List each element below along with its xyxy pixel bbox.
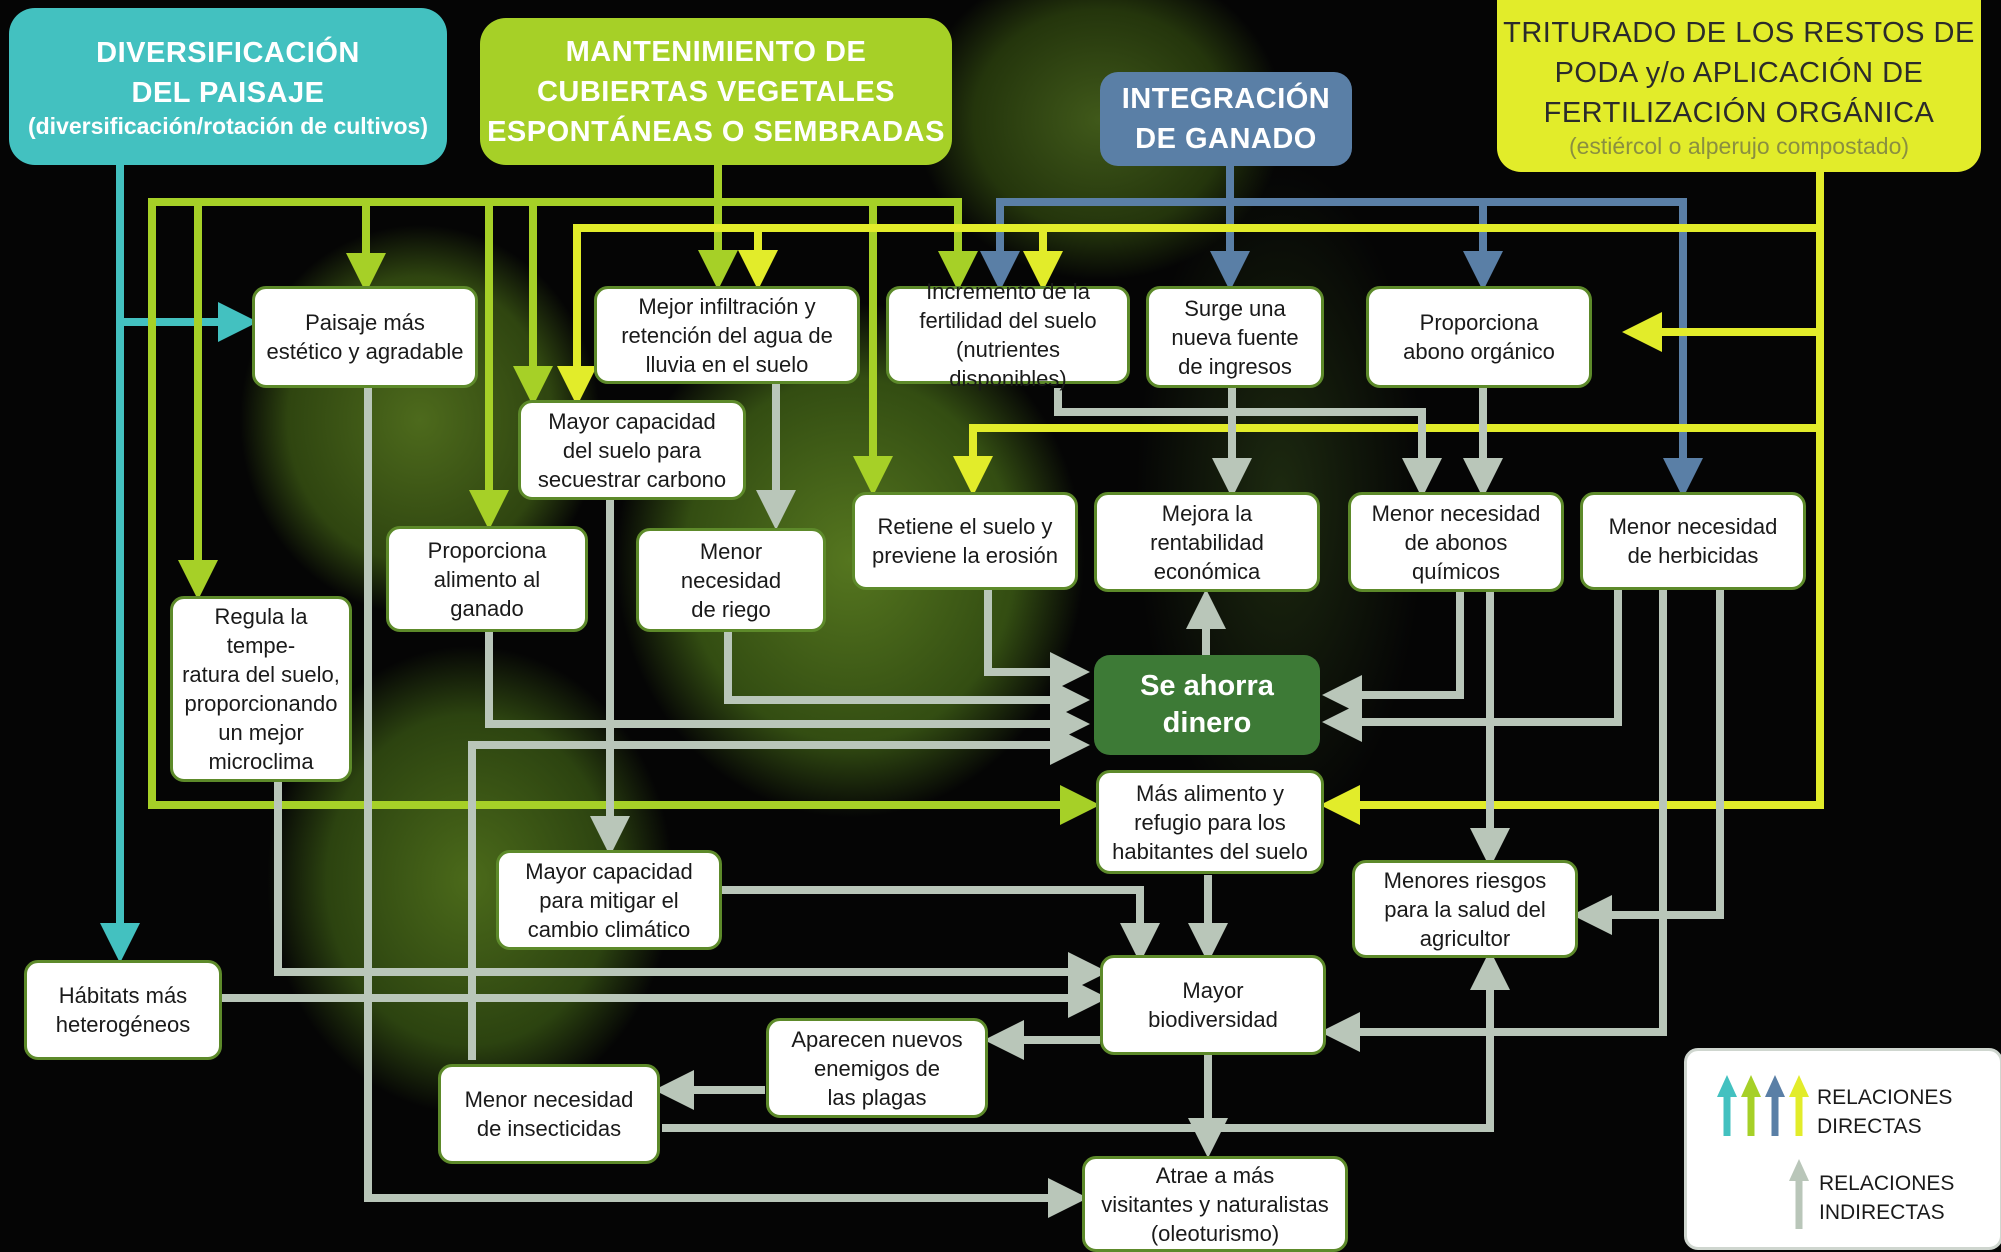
node-text: Incremento de la fertilidad del suelo (n… bbox=[919, 279, 1097, 391]
node-secuestrar-carbono: Mayor capacidad del suelo para secuestra… bbox=[518, 400, 746, 500]
node-refugio-suelo: Más alimento y refugio para los habitant… bbox=[1096, 770, 1324, 874]
node-text: Mayor capacidad del suelo para secuestra… bbox=[537, 408, 727, 492]
node-paisaje-estetico: Paisaje más estético y agradable bbox=[252, 286, 478, 388]
node-text: Menor necesidad de riego bbox=[680, 538, 782, 622]
node-text: Atrae a más visitantes y naturalistas (o… bbox=[1101, 1162, 1329, 1246]
center-text: Se ahorra dinero bbox=[1140, 670, 1274, 739]
legend-indirect-label: RELACIONES INDIRECTAS bbox=[1819, 1172, 1955, 1224]
legend-arrowhead-blue bbox=[1765, 1075, 1785, 1097]
node-mayor-biodiversidad: Mayor biodiversidad bbox=[1100, 955, 1326, 1055]
node-text: Menor necesidad de herbicidas bbox=[1608, 514, 1778, 568]
header-cubiertas-title: MANTENIMIENTO DE CUBIERTAS VEGETALES ESP… bbox=[487, 35, 945, 148]
connector-yellow-erosion bbox=[953, 424, 1820, 496]
node-menos-abonos-quimicos: Menor necesidad de abonos químicos bbox=[1348, 492, 1564, 592]
node-menor-riego: Menor necesidad de riego bbox=[636, 528, 826, 632]
header-triturado-fertilizacion: TRITURADO DE LOS RESTOS DE PODA y/o APLI… bbox=[1497, 0, 1981, 172]
node-riesgos-salud: Menores riesgos para la salud del agricu… bbox=[1352, 860, 1578, 958]
connector-gray-cambio-biodiversidad bbox=[722, 886, 1160, 963]
header-diversificacion-paisaje: DIVERSIFICACIÓN DEL PAISAJE (diversifica… bbox=[9, 8, 447, 165]
connector-gray-insecticidas-ahorro bbox=[468, 725, 1090, 1060]
node-oleoturismo: Atrae a más visitantes y naturalistas (o… bbox=[1082, 1156, 1348, 1252]
connector-gray-herbicidas-ahorro bbox=[1322, 590, 1622, 742]
node-text: Más alimento y refugio para los habitant… bbox=[1112, 780, 1308, 864]
legend-arrowhead-yellow bbox=[1789, 1075, 1809, 1097]
header-integracion-ganado: INTEGRACIÓN DE GANADO bbox=[1100, 72, 1352, 166]
node-text: Proporciona abono orgánico bbox=[1403, 310, 1555, 364]
connector-yellow-top bbox=[573, 224, 1820, 392]
legend-direct-label: RELACIONES DIRECTAS bbox=[1817, 1086, 1953, 1138]
node-se-ahorra-dinero: Se ahorra dinero bbox=[1094, 655, 1320, 755]
connector-gray-fertilidad-abonos bbox=[1054, 388, 1442, 498]
legend: RELACIONES DIRECTAS RELACIONES INDIRECTA… bbox=[1684, 1048, 2001, 1250]
connector-blue-fertilidad bbox=[980, 198, 1230, 291]
node-text: Menores riesgos para la salud del agricu… bbox=[1383, 867, 1547, 951]
connector-green-fertilidad bbox=[718, 198, 978, 291]
connector-gray-erosion-ahorro bbox=[984, 590, 1090, 692]
connector-gray-abonos-ahorro bbox=[1322, 590, 1464, 715]
connector-gray-herbicidas-biodiversidad bbox=[1320, 590, 1667, 1052]
connector-gray-insecticidas-riesgos bbox=[662, 950, 1510, 1132]
header-diversificacion-subtitle: (diversificación/rotación de cultivos) bbox=[27, 113, 429, 139]
node-text: Surge una nueva fuente de ingresos bbox=[1171, 295, 1299, 379]
node-text: Menor necesidad de insecticidas bbox=[464, 1087, 634, 1141]
node-text: Menor necesidad de abonos químicos bbox=[1371, 500, 1541, 584]
connector-yellow-trunk bbox=[1330, 170, 1824, 809]
header-cubiertas-vegetales: MANTENIMIENTO DE CUBIERTAS VEGETALES ESP… bbox=[480, 18, 952, 165]
node-text: Mejora la rentabilidad económica bbox=[1150, 500, 1264, 584]
node-text: Retiene el suelo y previene la erosión bbox=[872, 514, 1058, 568]
connector-gray-alimento-ahorro bbox=[485, 632, 1090, 744]
connector-gray-temperatura-biodiversidad bbox=[274, 782, 1108, 992]
node-erosion: Retiene el suelo y previene la erosión bbox=[852, 492, 1078, 590]
node-menos-herbicidas: Menor necesidad de herbicidas bbox=[1580, 492, 1806, 590]
node-text: Mayor capacidad para mitigar el cambio c… bbox=[525, 858, 693, 942]
node-alimento-ganado: Proporciona alimento al ganado bbox=[386, 526, 588, 632]
connector-green-trunk bbox=[148, 165, 1062, 809]
node-habitats-heterogeneos: Hábitats más heterogéneos bbox=[24, 960, 222, 1060]
node-cambio-climatico: Mayor capacidad para mitigar el cambio c… bbox=[496, 850, 722, 950]
node-enemigos-plagas: Aparecen nuevos enemigos de las plagas bbox=[766, 1018, 988, 1118]
node-text: Regula la tempe- ratura del suelo, propo… bbox=[182, 604, 340, 774]
connector-gray-riego-ahorro bbox=[724, 632, 1090, 720]
connector-gray-herbicidas-riesgos bbox=[1572, 590, 1724, 935]
legend-arrowhead-teal bbox=[1717, 1075, 1737, 1097]
node-menos-insecticidas: Menor necesidad de insecticidas bbox=[438, 1064, 660, 1164]
connector-blue-trunk bbox=[1226, 165, 1687, 488]
node-text: Hábitats más heterogéneos bbox=[55, 983, 191, 1037]
node-text: Proporciona alimento al ganado bbox=[427, 537, 547, 621]
node-mejor-infiltracion: Mejor infiltración y retención del agua … bbox=[594, 286, 860, 384]
node-rentabilidad: Mejora la rentabilidad económica bbox=[1094, 492, 1320, 592]
header-ganado-title: INTEGRACIÓN DE GANADO bbox=[1121, 83, 1331, 155]
node-text: Mayor biodiversidad bbox=[1148, 978, 1278, 1032]
legend-arrowhead-green bbox=[1741, 1075, 1761, 1097]
header-triturado-subtitle: (estiércol o alperujo compostado) bbox=[1568, 132, 1910, 159]
node-text: Paisaje más estético y agradable bbox=[266, 310, 464, 364]
node-nueva-fuente-ingresos: Surge una nueva fuente de ingresos bbox=[1146, 286, 1324, 388]
legend-arrowhead-gray bbox=[1789, 1159, 1809, 1181]
node-fertilidad-suelo: Incremento de la fertilidad del suelo (n… bbox=[886, 279, 1130, 391]
node-abono-organico: Proporciona abono orgánico bbox=[1366, 286, 1592, 388]
node-temperatura-suelo: Regula la tempe- ratura del suelo, propo… bbox=[170, 596, 352, 782]
header-diversificacion-title: DIVERSIFICACIÓN DEL PAISAJE bbox=[96, 37, 360, 109]
node-text: Mejor infiltración y retención del agua … bbox=[621, 293, 833, 377]
header-triturado-title: TRITURADO DE LOS RESTOS DE PODA y/o APLI… bbox=[1503, 16, 1975, 129]
connector-gray-paisaje-oleoturismo bbox=[364, 388, 1088, 1218]
node-text: Aparecen nuevos enemigos de las plagas bbox=[791, 1026, 963, 1110]
legend-arrows bbox=[1717, 1075, 1809, 1229]
